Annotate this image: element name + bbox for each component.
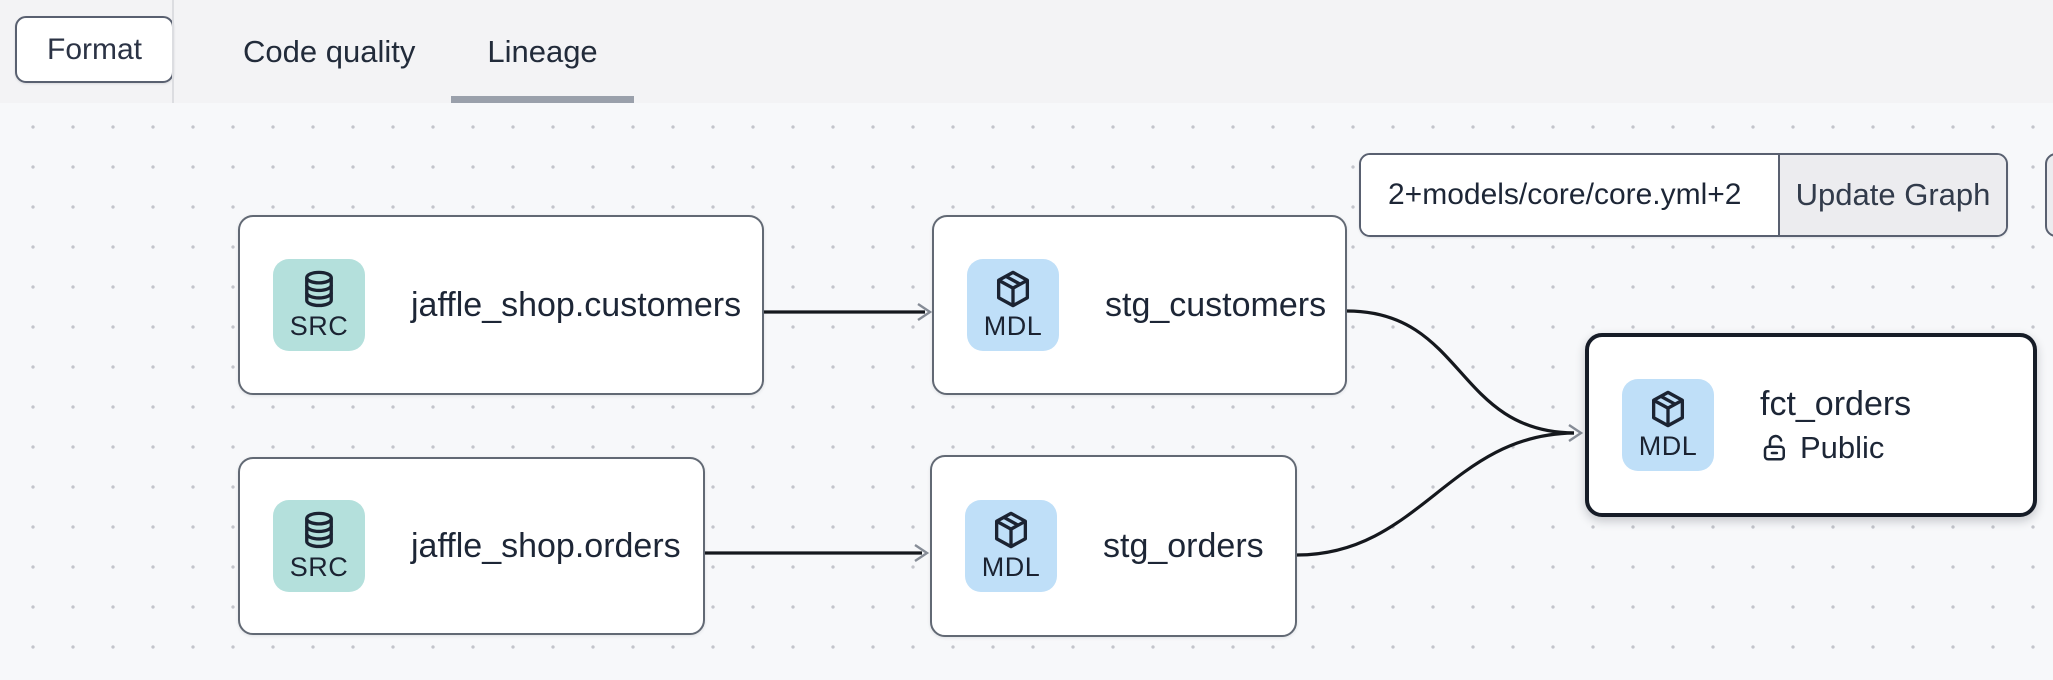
node-type-label: SRC (289, 552, 349, 582)
lineage-node-stg-customers[interactable]: MDL stg_customers (932, 215, 1347, 395)
model-node-badge: MDL (1622, 379, 1714, 471)
format-button[interactable]: Format (15, 16, 175, 83)
node-title: jaffle_shop.customers (411, 285, 742, 324)
clipped-control-button[interactable] (2045, 153, 2053, 237)
database-icon (298, 268, 340, 310)
node-title: stg_orders (1103, 526, 1264, 565)
lineage-node-fct-orders[interactable]: MDL fct_orders Public (1585, 333, 2037, 517)
node-access-badge: Public (1760, 430, 1911, 466)
node-title: stg_customers (1105, 285, 1327, 324)
source-node-badge: SRC (273, 500, 365, 592)
cube-icon (990, 509, 1032, 551)
database-icon (298, 509, 340, 551)
panel-toolbar: Format Code quality Lineage (0, 0, 2053, 103)
lineage-node-stg-orders[interactable]: MDL stg_orders (930, 455, 1297, 637)
model-node-badge: MDL (965, 500, 1057, 592)
lineage-filter-group: Update Graph (1359, 153, 2008, 237)
cube-icon (1647, 388, 1689, 430)
node-type-label: SRC (289, 311, 349, 341)
source-node-badge: SRC (273, 259, 365, 351)
node-type-label: MDL (983, 311, 1043, 341)
tab-lineage[interactable]: Lineage (451, 0, 635, 103)
node-type-label: MDL (1638, 431, 1698, 461)
node-access-label: Public (1800, 429, 1885, 465)
update-graph-button[interactable]: Update Graph (1778, 155, 2006, 235)
node-type-label: MDL (981, 552, 1041, 582)
lineage-node-jaffle-shop-orders[interactable]: SRC jaffle_shop.orders (238, 457, 705, 635)
cube-icon (992, 268, 1034, 310)
panel-tabs: Code quality Lineage (207, 0, 635, 103)
lineage-selector-input[interactable] (1361, 155, 1778, 235)
unlock-icon (1760, 433, 1790, 463)
lineage-node-jaffle-shop-customers[interactable]: SRC jaffle_shop.customers (238, 215, 764, 395)
tab-code-quality[interactable]: Code quality (243, 33, 416, 69)
node-title: jaffle_shop.orders (411, 526, 681, 565)
model-node-badge: MDL (967, 259, 1059, 351)
toolbar-divider (172, 0, 174, 103)
node-title: fct_orders (1760, 384, 1912, 423)
